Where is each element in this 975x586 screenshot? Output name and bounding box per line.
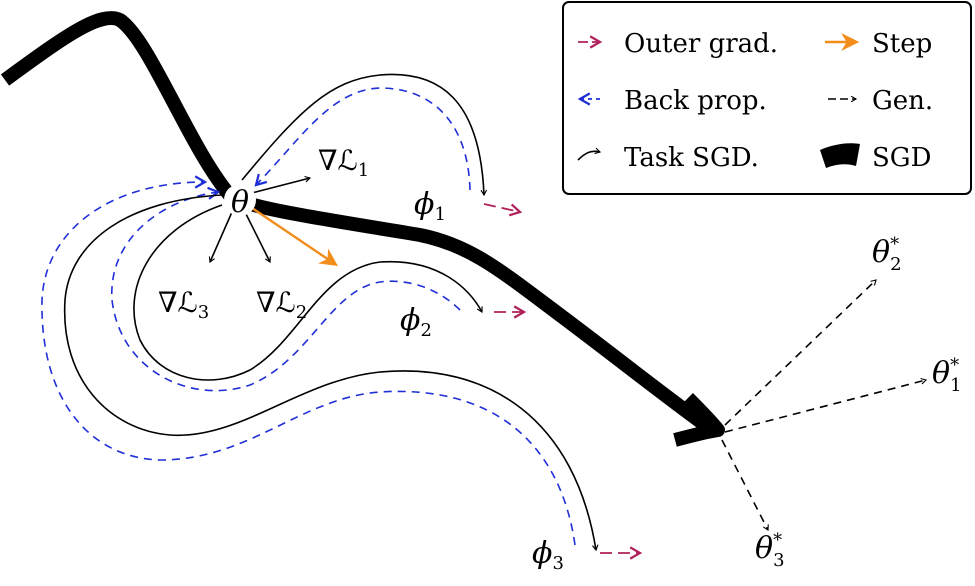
- theta-star-2-label: θ*2: [872, 234, 902, 275]
- phi2-label: ϕ2: [400, 303, 432, 341]
- theta-star-1-label: θ*1: [932, 355, 962, 396]
- theta-star-3-label: θ*3: [755, 530, 785, 571]
- back-prop-path-3: [41, 175, 576, 546]
- legend-task-sgd-label: Task SGD.: [624, 143, 759, 173]
- legend-task-sgd-icon: [577, 147, 602, 161]
- gen-arrow-1: [724, 377, 928, 433]
- task-sgd-path-2: [133, 204, 483, 381]
- sgd-path: [0, 11, 717, 436]
- sgd-arrow-head: [673, 393, 725, 447]
- grad-l2-arrow: [244, 211, 271, 264]
- outer-grad-arrow-1: [483, 203, 523, 217]
- phi1-label: ϕ1: [414, 187, 446, 225]
- grad-l1-label: ∇ℒ1: [318, 144, 369, 181]
- legend-step-label: Step: [872, 29, 932, 59]
- legend-outer-grad-label: Outer grad.: [624, 29, 778, 59]
- back-prop-path-1: [254, 87, 471, 191]
- legend-gen-label: Gen.: [872, 86, 933, 116]
- legend-sgd-icon: [820, 143, 860, 168]
- theta-node: [224, 184, 256, 216]
- grad-l3-arrow: [208, 211, 233, 264]
- legend-box: [562, 1, 972, 195]
- legend: Outer grad. Step Back prop. Gen. Task SG…: [562, 1, 972, 195]
- theta-label: θ: [231, 185, 249, 220]
- legend-sgd-label: SGD: [872, 143, 931, 173]
- legend-back-prop-label: Back prop.: [624, 86, 767, 116]
- gen-arrow-2: [724, 279, 877, 426]
- task-sgd-path-1: [241, 73, 488, 197]
- task-sgd-path-3: [63, 194, 599, 552]
- grad-l2-label: ∇ℒ2: [256, 286, 307, 323]
- step-arrow: [251, 207, 338, 267]
- grad-l3-label: ∇ℒ3: [158, 286, 209, 323]
- gen-arrow-3: [721, 439, 769, 532]
- phi3-label: ϕ3: [532, 536, 564, 574]
